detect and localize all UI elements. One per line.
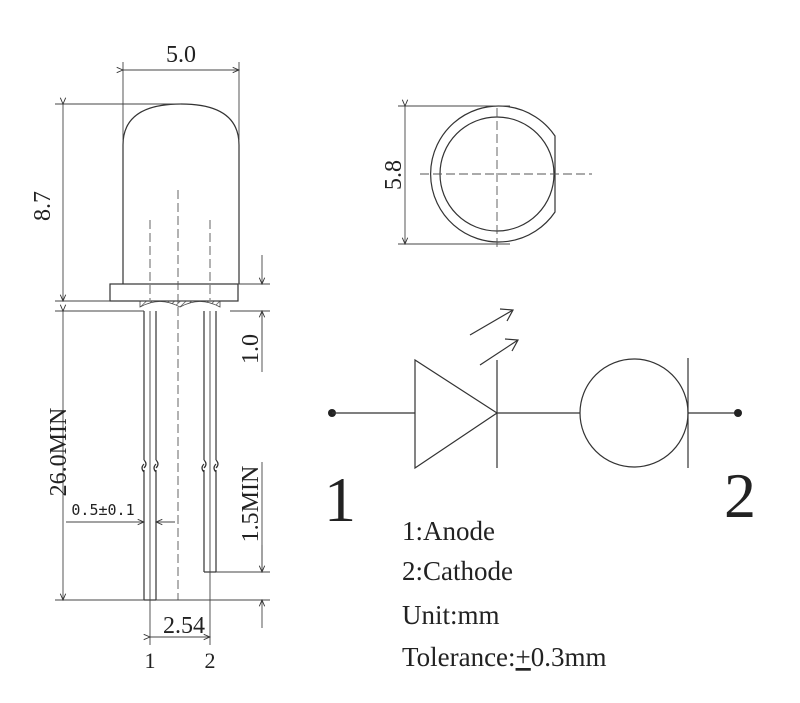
led-dome-body — [122, 103, 240, 284]
legend: 1:Anode 2:Cathode Unit:mm Tolerance:+0.3… — [402, 516, 607, 672]
lead-2 — [201, 311, 219, 573]
dim-5-0-label: 5.0 — [166, 42, 196, 68]
legend-unit: Unit:mm — [402, 600, 500, 630]
led-schematic: 1 2 — [324, 308, 756, 535]
tolerance-prefix: Tolerance: — [402, 642, 516, 672]
dim-1-0-label: 1.0 — [238, 334, 264, 364]
dim-5-8-label: 5.8 — [381, 160, 407, 190]
dim-lead-width-label: 0.5±0.1 — [71, 501, 134, 519]
legend-cathode: 2:Cathode — [402, 556, 513, 586]
pin-2-small-label: 2 — [205, 648, 216, 673]
pin-1-big-label: 1 — [324, 464, 356, 535]
led-package-circle — [579, 358, 689, 468]
diode-triangle — [414, 358, 499, 470]
dim-body-width: 5.0 — [123, 42, 239, 140]
legend-tolerance: Tolerance:+0.3mm — [402, 642, 607, 672]
tolerance-value: 0.3mm — [531, 642, 607, 672]
dim-lead-spacing: 2.54 — [150, 572, 210, 645]
terminal-2-dot — [734, 409, 742, 417]
dim-26-0min-label: 26.0MIN — [46, 408, 72, 497]
tolerance-plusminus: + — [516, 642, 531, 672]
dim-8-7-label: 8.7 — [30, 191, 56, 221]
side-view: 5.0 8.7 1.0 26.0MIN 0 — [30, 42, 270, 673]
dim-2-54-label: 2.54 — [163, 613, 205, 639]
dim-flange-offset: 1.0 — [230, 255, 270, 372]
flange-outline — [430, 105, 556, 243]
lead-1 — [141, 311, 159, 601]
light-emission-arrows — [469, 308, 519, 366]
dim-lead-length: 26.0MIN — [46, 311, 144, 600]
top-view: 5.8 — [381, 106, 592, 250]
epoxy-hatch — [139, 300, 221, 308]
dim-lead-width: 0.5±0.1 — [66, 501, 175, 522]
dim-body-height: 8.7 — [30, 104, 181, 301]
legend-anode: 1:Anode — [402, 516, 495, 546]
dim-1-5min-label: 1.5MIN — [238, 466, 264, 543]
dim-lead-step: 1.5MIN — [156, 462, 270, 628]
led-flange — [109, 283, 239, 302]
pin-1-small-label: 1 — [145, 648, 156, 673]
pin-2-big-label: 2 — [724, 460, 756, 531]
